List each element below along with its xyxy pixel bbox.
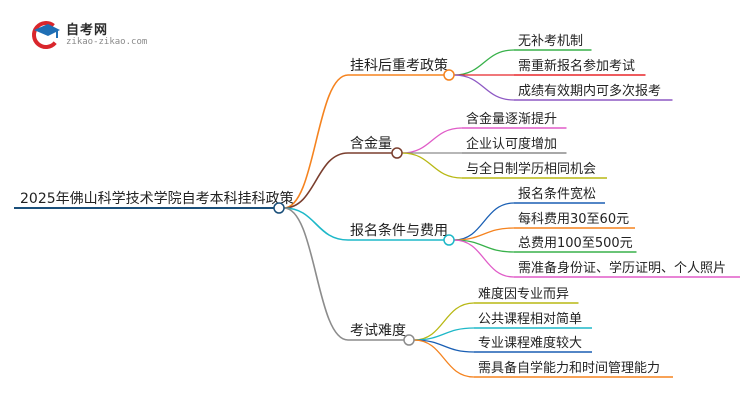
branch-connector: [283, 207, 349, 341]
leaf-connector: [413, 302, 475, 341]
branch-connector: [283, 152, 349, 209]
leaf-label: 需重新报名参加考试: [518, 58, 635, 74]
branch-node-handle[interactable]: [391, 147, 403, 159]
leaf-label: 企业认可度增加: [466, 136, 557, 152]
logo-url: zikao-zikao.com: [66, 37, 148, 47]
root-node-handle[interactable]: [273, 202, 285, 214]
branch-node-handle[interactable]: [443, 69, 455, 81]
mindmap-nodes: 2025年佛山科学技术学院自考本科挂科政策 挂科后重考政策 无补考机制需重新报名参加…: [20, 34, 726, 376]
leaf-connector: [453, 74, 515, 101]
branch-connector: [283, 207, 349, 241]
connector-lines: [14, 49, 740, 378]
graduation-cap-logo-icon: [32, 21, 60, 49]
leaf-label: 含金量逐渐提升: [466, 111, 557, 127]
leaf-label: 与全日制学历相同机会: [466, 161, 596, 177]
leaf-connector: [413, 339, 475, 378]
leaf-label: 总费用100至500元: [518, 236, 633, 251]
leaf-connector: [401, 127, 463, 154]
leaf-label: 专业课程难度较大: [478, 335, 582, 351]
leaf-label: 成绩有效期内可多次报考: [518, 83, 661, 99]
branch-node-handle[interactable]: [403, 334, 415, 346]
logo-title: 自考网: [66, 23, 109, 38]
leaf-connector: [401, 152, 463, 179]
branch-node-handle[interactable]: [443, 234, 455, 246]
leaf-label: 需准备身份证、学历证明、个人照片: [518, 260, 726, 276]
leaf-label: 公共课程相对简单: [478, 311, 582, 327]
leaf-label: 需具备自学能力和时间管理能力: [478, 360, 660, 376]
leaf-label: 难度因专业而异: [478, 286, 569, 302]
leaf-label: 报名条件宽松: [518, 186, 596, 202]
site-logo[interactable]: 自考网 zikao-zikao.com: [30, 18, 170, 52]
branch-label: 报名条件与费用: [350, 222, 448, 239]
root-node-label: 2025年佛山科学技术学院自考本科挂科政策: [20, 190, 294, 207]
branch-label: 含金量: [350, 136, 392, 152]
branch-label: 挂科后重考政策: [350, 57, 448, 74]
branch-connector: [283, 74, 349, 209]
branch-label: 考试难度: [350, 323, 406, 339]
leaf-connector: [453, 49, 515, 76]
leaf-label: 每科费用30至60元: [518, 211, 629, 227]
leaf-label: 无补考机制: [518, 34, 583, 49]
leaf-connector: [453, 239, 515, 278]
leaf-connector: [453, 202, 515, 241]
